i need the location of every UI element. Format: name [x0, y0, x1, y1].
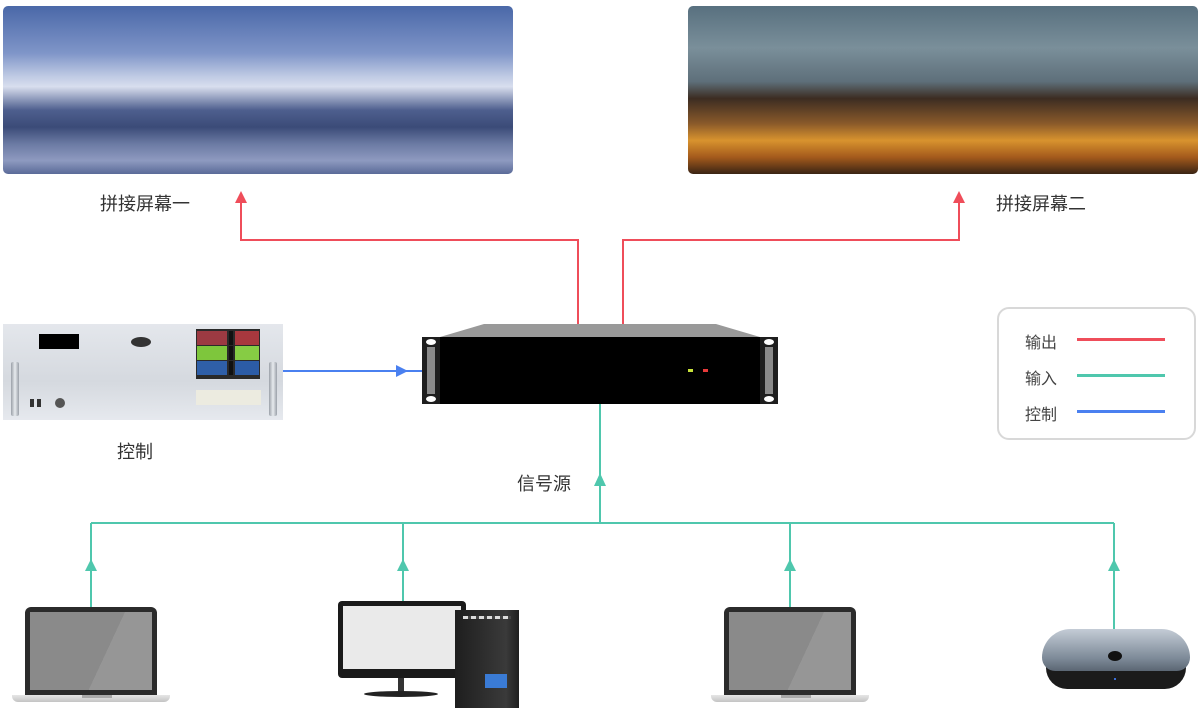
brand-logo-icon — [131, 337, 151, 347]
control-device-label: 控制 — [117, 442, 153, 463]
set-top-box-icon — [1042, 629, 1190, 693]
status-led-green — [688, 369, 693, 372]
rack-ear-left — [422, 337, 440, 404]
status-led-red — [703, 369, 708, 372]
legend: 输出 输入 控制 — [997, 307, 1196, 440]
legend-swatch-input — [1077, 374, 1165, 377]
display-screen-1-label: 拼接屏幕一 — [100, 194, 190, 215]
input-trunk-arrow — [594, 473, 606, 486]
power-knob-icon — [55, 398, 65, 408]
rack-handle-right — [269, 362, 277, 416]
legend-label-control: 控制 — [1025, 405, 1058, 424]
switcher-front-panel — [440, 337, 760, 404]
control-server-device — [3, 324, 283, 420]
output-line-screen-1 — [240, 195, 579, 324]
lcd-display — [39, 334, 79, 349]
input-connections — [85, 404, 1120, 630]
output-line-screen-2 — [622, 195, 960, 324]
usb-port-icon — [37, 399, 41, 407]
legend-swatch-output — [1077, 338, 1165, 341]
label-plate — [196, 390, 261, 405]
output-arrow-screen-2 — [953, 191, 965, 203]
output-arrow-screen-1 — [235, 191, 247, 203]
input-arrow-desktop-pc — [397, 559, 409, 571]
control-arrow — [396, 365, 408, 377]
control-connection — [283, 365, 422, 377]
input-arrow-laptop-2 — [784, 559, 796, 571]
display-screen-1-image — [3, 6, 513, 174]
rack-handle-left — [11, 362, 19, 416]
usb-port-icon — [30, 399, 34, 407]
legend-label-input: 输入 — [1025, 369, 1058, 388]
output-connections — [235, 191, 965, 324]
drive-bays — [196, 329, 260, 379]
signal-source-label: 信号源 — [517, 474, 571, 495]
input-arrow-laptop-1 — [85, 559, 97, 571]
matrix-switcher-device — [422, 324, 778, 404]
desktop-computer-icon — [338, 600, 523, 714]
rack-ear-right — [760, 337, 778, 404]
display-screen-2-image — [688, 6, 1198, 174]
display-screen-2-label: 拼接屏幕二 — [996, 194, 1086, 215]
legend-label-output: 输出 — [1025, 333, 1058, 352]
switcher-top-panel — [440, 324, 760, 337]
legend-swatch-control — [1077, 410, 1165, 413]
input-arrow-set-top-box — [1108, 559, 1120, 571]
